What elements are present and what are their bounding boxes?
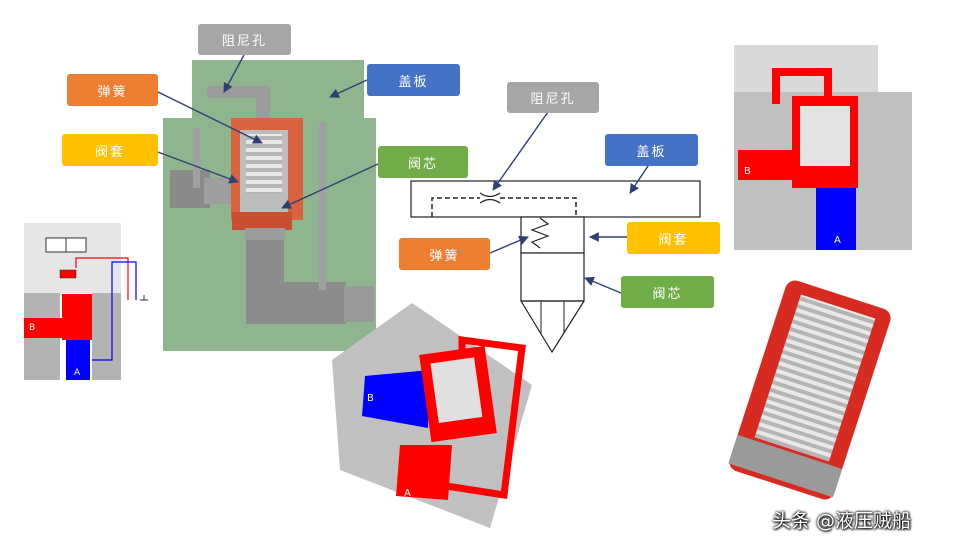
- valve-symbol: [410, 180, 701, 354]
- watermark-text: 头条 @液压贼船: [772, 510, 912, 532]
- port-label-a-right: A: [834, 235, 841, 246]
- label-orifice-right: 阻尼孔: [507, 82, 599, 113]
- port-label-b-right: B: [744, 166, 751, 177]
- pointer-arrows: [157, 54, 651, 294]
- label-spring-right: 弹簧: [399, 238, 490, 270]
- port-label-b-small: B: [29, 323, 36, 333]
- label-cover-left: 盖板: [367, 64, 460, 96]
- port-label-a-bottom: A: [404, 488, 411, 499]
- label-spool-right: 阀芯: [621, 276, 714, 308]
- label-spring-left: 弹簧: [67, 74, 158, 106]
- bottom-cutaway: A B: [332, 303, 532, 528]
- port-label-a-small: A: [74, 368, 81, 378]
- label-spool-left: 阀芯: [378, 146, 468, 178]
- top-right-cutaway: B A: [734, 45, 912, 250]
- cartridge-3d: [728, 280, 891, 500]
- label-cover-right: 盖板: [605, 134, 698, 166]
- valve-cutaway: [163, 60, 376, 351]
- label-orifice-left: 阻尼孔: [198, 24, 291, 55]
- label-sleeve-right: 阀套: [627, 222, 720, 254]
- label-sleeve-left: 阀套: [62, 134, 158, 166]
- small-schematic: [24, 223, 148, 380]
- port-label-b-bottom: B: [367, 393, 374, 404]
